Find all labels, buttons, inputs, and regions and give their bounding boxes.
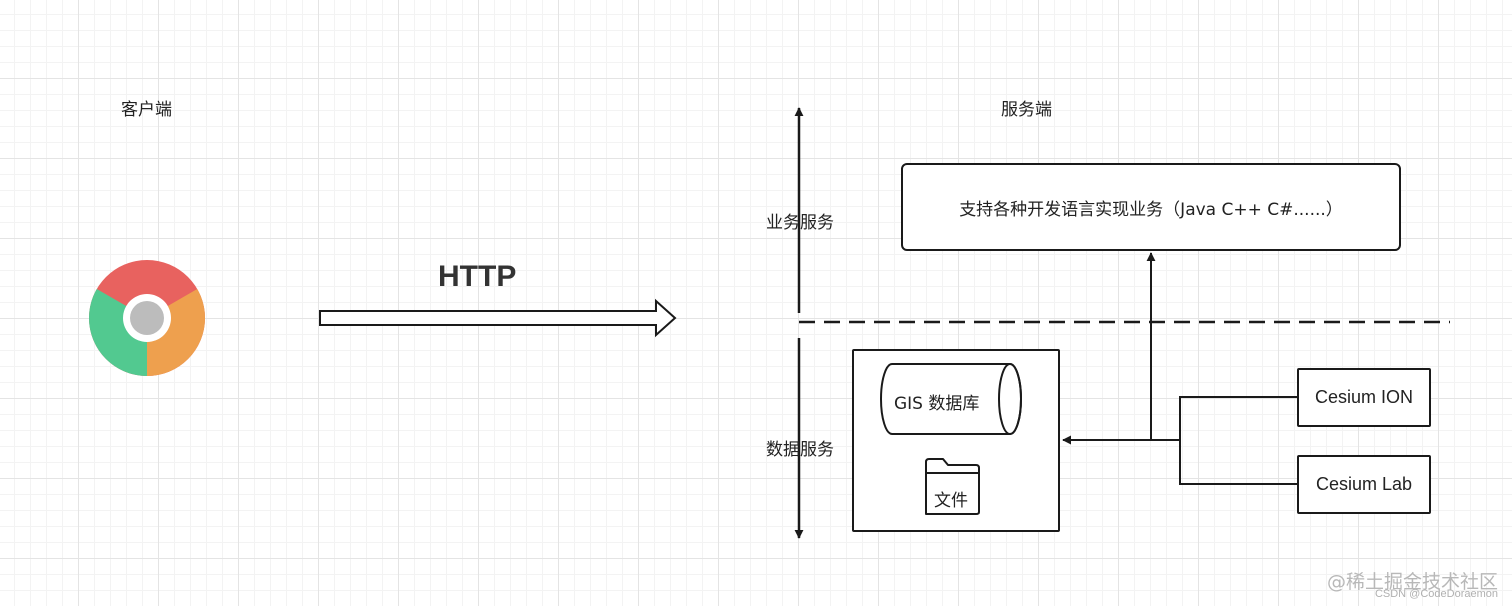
cesium-lab-box: Cesium Lab <box>1297 455 1431 514</box>
data-service-label: 数据服务 <box>766 440 834 460</box>
cesium-lab-label: Cesium Lab <box>1315 474 1413 494</box>
cesium-ion-label: Cesium ION <box>1314 387 1413 407</box>
server-label: 服务端 <box>1001 100 1052 120</box>
watermark-csdn: CSDN @CodeDoraemon <box>1374 588 1498 600</box>
source-connectors <box>1062 252 1297 485</box>
chrome-icon <box>88 260 206 376</box>
client-label: 客户端 <box>121 100 172 120</box>
business-box-text: 支持各种开发语言实现业务（Java C++ C#......） <box>959 199 1343 220</box>
watermark-juejin: @稀土掘金技术社区 <box>1326 571 1498 593</box>
business-box: 支持各种开发语言实现业务（Java C++ C#......） <box>901 163 1401 251</box>
http-label: HTTP <box>438 260 517 293</box>
database-label: GIS 数据库 <box>894 394 980 414</box>
http-arrow <box>319 298 677 338</box>
business-service-label: 业务服务 <box>766 213 834 233</box>
file-label: 文件 <box>934 491 968 511</box>
folder-icon <box>925 458 980 515</box>
cesium-ion-box: Cesium ION <box>1297 368 1431 427</box>
database-cylinder-icon <box>880 363 1022 435</box>
